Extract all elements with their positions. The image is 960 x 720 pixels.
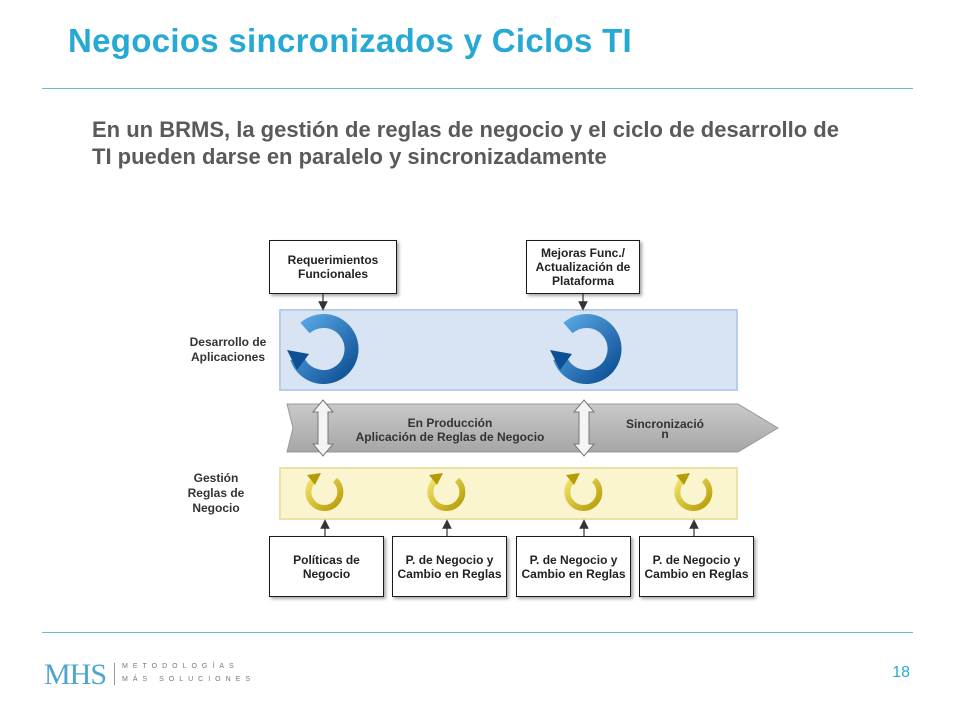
- label-gestion: Gestión Reglas de Negocio: [187, 471, 245, 515]
- page-title: Negocios sincronizados y Ciclos TI: [68, 22, 632, 59]
- production-line-1: En Producción: [407, 416, 493, 430]
- box-negocio-3: P. de Negocio y Cambio en Reglas: [639, 536, 754, 597]
- production-arrow: [286, 403, 779, 453]
- bottom-divider: [42, 632, 913, 633]
- sync-label: Sincronizació n: [612, 417, 718, 441]
- sync-line-2: n: [661, 427, 669, 441]
- production-line-2: Aplicación de Reglas de Negocio: [355, 430, 545, 444]
- company-logo: MHS: [44, 658, 107, 691]
- logo-line-2: MÁS SOLUCIONES: [122, 676, 256, 683]
- sync-arrow-left: [311, 399, 335, 457]
- box-mejoras: Mejoras Func./ Actualización de Platafor…: [526, 240, 640, 294]
- production-label: En Producción Aplicación de Reglas de Ne…: [336, 416, 564, 444]
- yellow-cycle-icon-2: [427, 473, 466, 511]
- yellow-cycle-icon-4: [674, 473, 713, 511]
- top-divider: [42, 88, 913, 89]
- box-requerimientos: Requerimientos Funcionales: [269, 240, 397, 294]
- sync-line-1: Sincronizació: [625, 417, 705, 431]
- logo-separator: [114, 663, 115, 685]
- blue-cycle-icon-2: [550, 314, 622, 384]
- yellow-cycle-icon-1: [305, 473, 344, 511]
- logo-line-1: METODOLOGÍAS: [122, 663, 239, 670]
- blue-cycle-icon-1: [287, 314, 359, 384]
- label-desarrollo: Desarrollo de Aplicaciones: [189, 335, 267, 364]
- box-politicas: Políticas de Negocio: [269, 536, 384, 597]
- yellow-cycle-icon-3: [564, 473, 603, 511]
- intro-text: En un BRMS, la gestión de reglas de nego…: [92, 117, 839, 169]
- rules-band: [279, 467, 738, 520]
- box-negocio-1: P. de Negocio y Cambio en Reglas: [392, 536, 507, 597]
- box-negocio-2: P. de Negocio y Cambio en Reglas: [516, 536, 631, 597]
- sync-arrow-right: [572, 399, 596, 457]
- page-number: 18: [892, 664, 910, 681]
